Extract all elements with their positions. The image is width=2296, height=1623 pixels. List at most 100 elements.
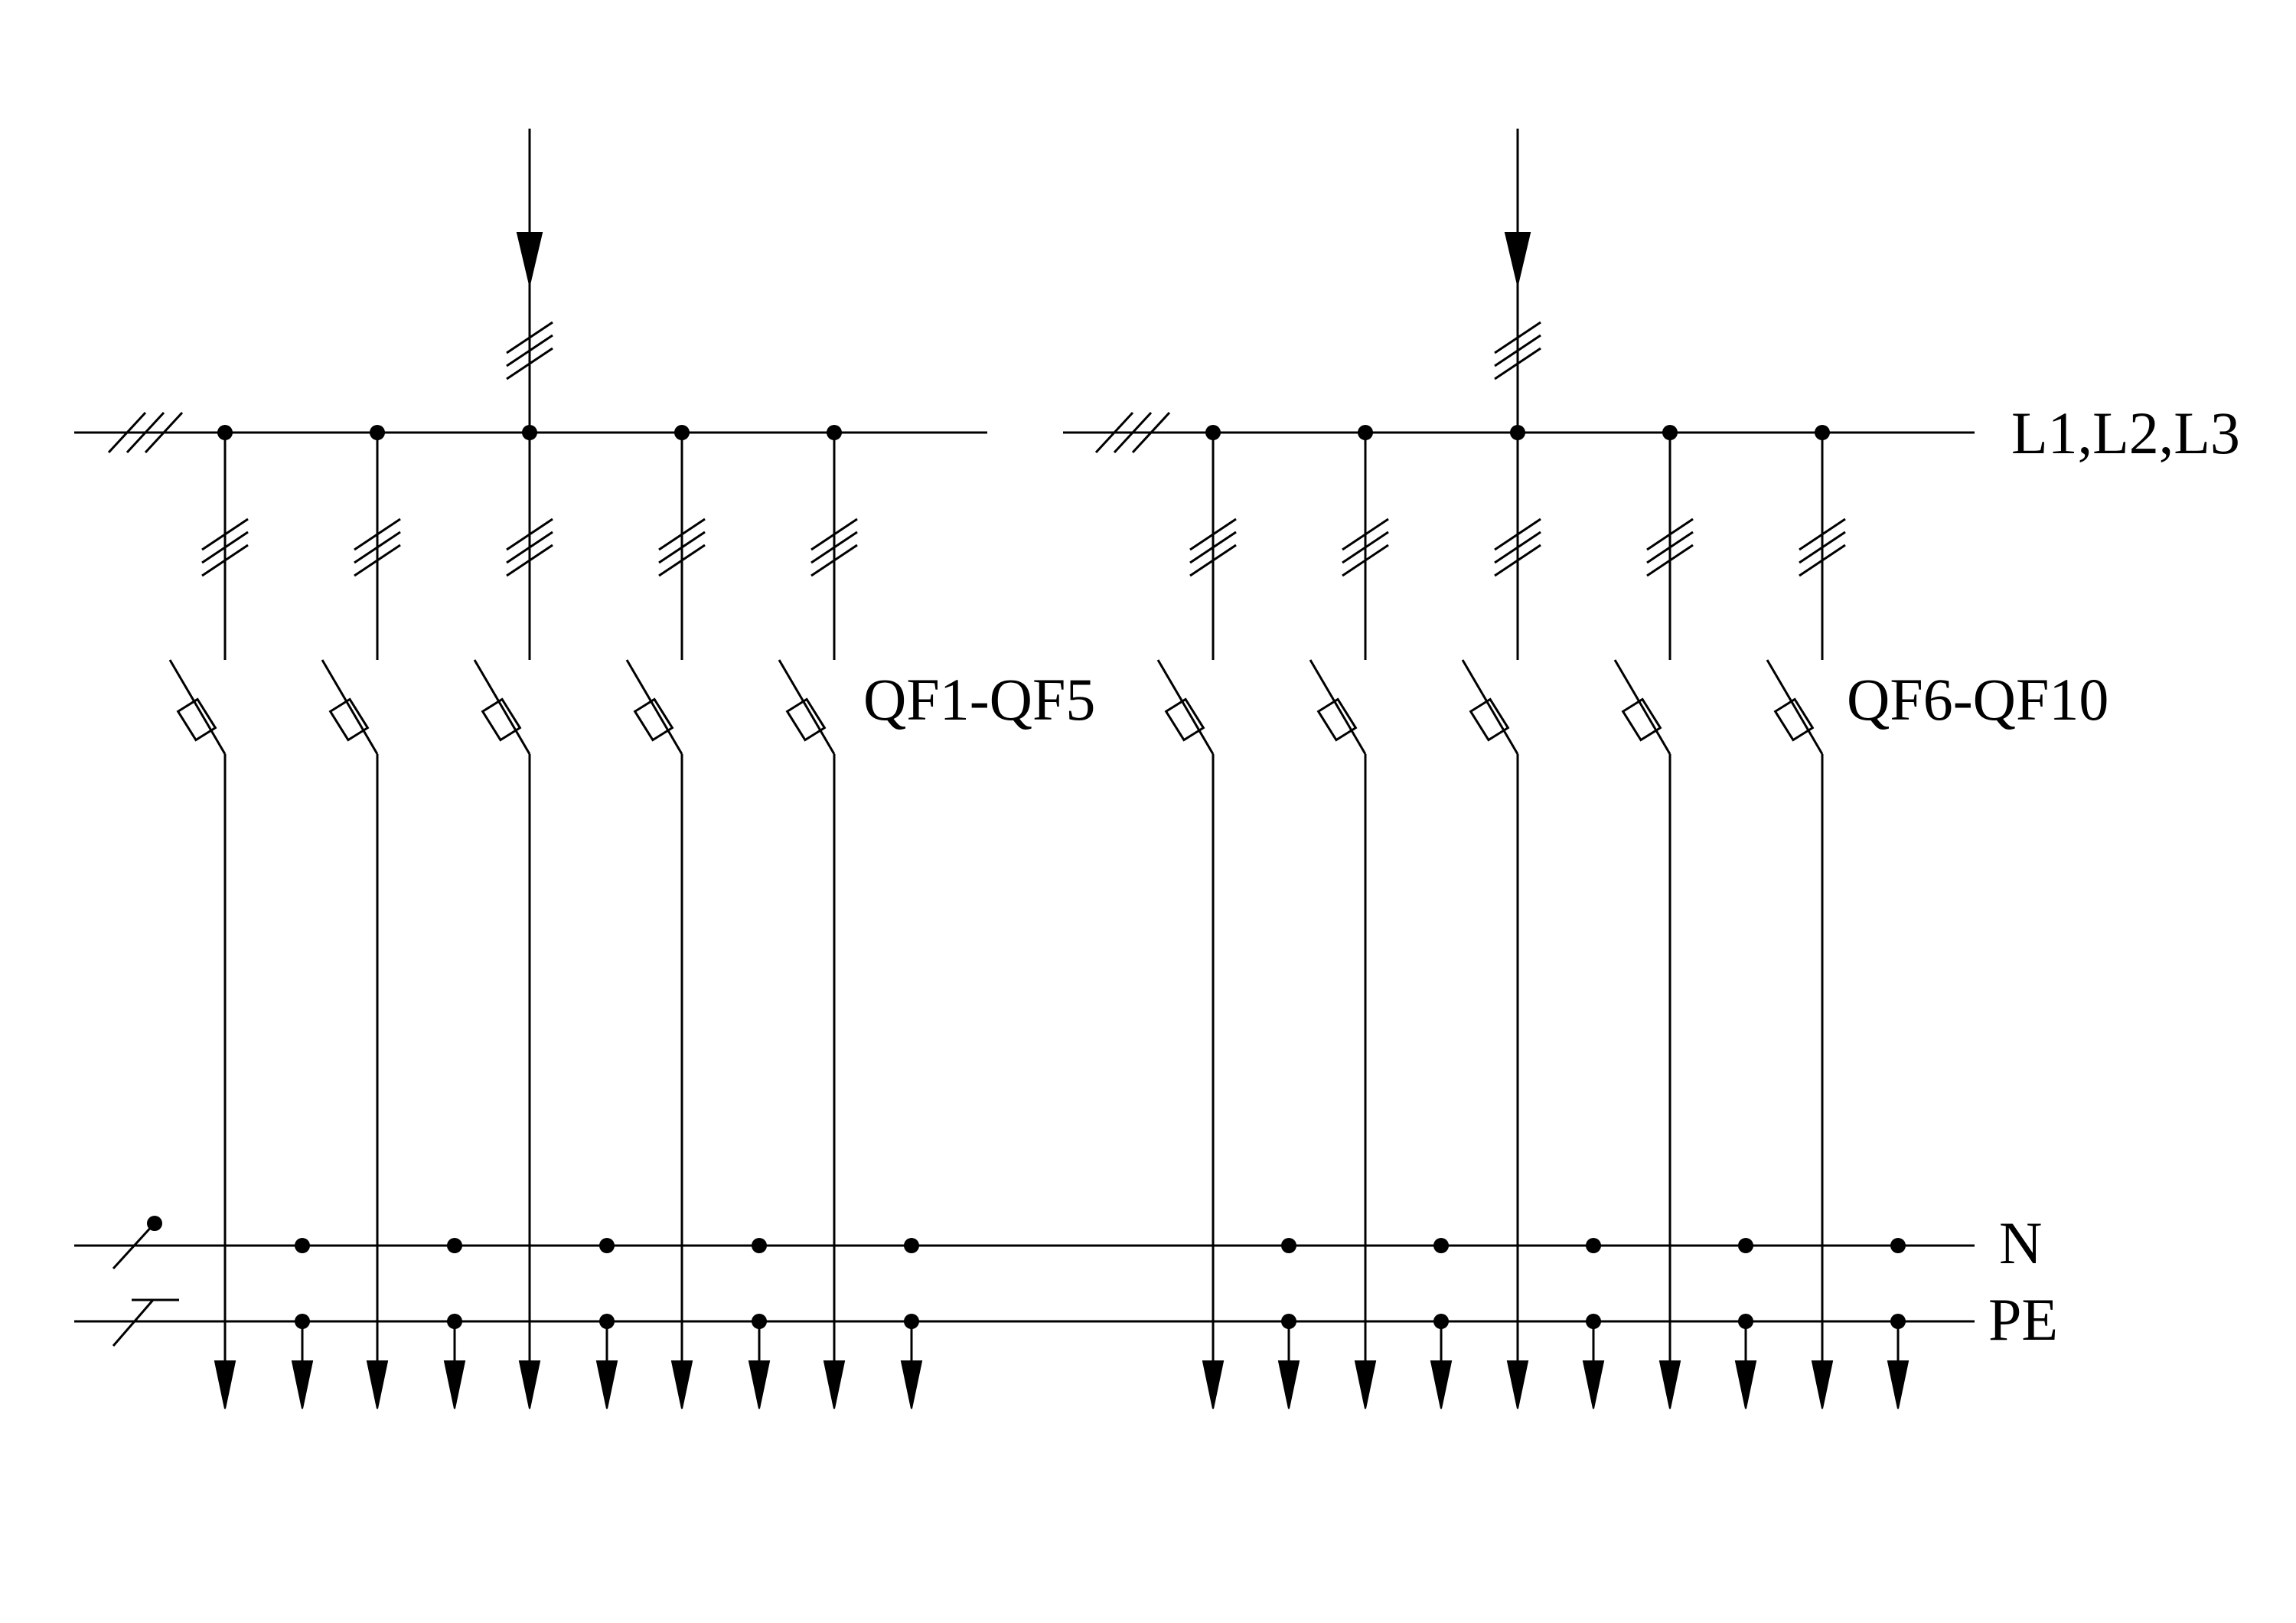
- qf-group-1-breaker-5-bus-junction: [827, 425, 842, 440]
- n-pe-tap-7-pe-junction: [1433, 1314, 1449, 1329]
- n-pe-tap-1-pe-junction: [295, 1314, 310, 1329]
- qf-group-2-breaker-3-trip-element: [1469, 697, 1510, 742]
- neutral-bus-label: N: [1999, 1210, 2042, 1276]
- incoming-feed-1-hatch-stroke-1: [506, 321, 553, 354]
- qf-group-1-breaker-3-bus-junction: [522, 425, 537, 440]
- qf-group-2-breaker-4-hatch-stroke-2: [1646, 531, 1694, 564]
- incoming-feed-2-hatch-stroke-3: [1494, 347, 1541, 380]
- n-pe-tap-5-neutral-junction: [904, 1238, 919, 1253]
- qf-group-1-breaker-3-hatch-stroke-1: [506, 518, 553, 551]
- qf-group-1-breaker-4-bus-junction: [674, 425, 690, 440]
- qf-group-1-breaker-2-hatch-stroke-2: [354, 531, 401, 564]
- qf-group-2-breaker-5-blade: [1766, 659, 1824, 755]
- qf-group-2-breaker-1-trip-element: [1164, 697, 1205, 742]
- qf-group-1-breaker-4-hatch-stroke-2: [658, 531, 706, 564]
- n-pe-tap-4-pe-junction: [752, 1314, 767, 1329]
- n-pe-tap-1-neutral-junction: [295, 1238, 310, 1253]
- qf-group-2-breaker-1-hatch-stroke-3: [1189, 544, 1237, 577]
- qf-group-1-breaker-5-trip-element: [785, 697, 827, 742]
- qf-group-2-breaker-3-hatch-stroke-2: [1494, 531, 1541, 564]
- qf-group-1-breaker-2-hatch-stroke-1: [354, 518, 401, 551]
- qf-group-1-breaker-5-hatch-stroke-3: [810, 544, 858, 577]
- qf-group-2-breaker-5-hatch-stroke-2: [1799, 531, 1846, 564]
- pe-bus-label: PE: [1988, 1286, 2058, 1353]
- qf-group-2-breaker-5-hatch-stroke-3: [1799, 544, 1846, 577]
- qf-group-1-breaker-5-hatch-stroke-1: [810, 518, 858, 551]
- qf-group-2-breaker-3-bus-junction: [1510, 425, 1525, 440]
- n-pe-tap-7-neutral-junction: [1433, 1238, 1449, 1253]
- n-pe-tap-9-outgoing-arrow: [1734, 1360, 1757, 1409]
- n-pe-tap-8-neutral-junction: [1586, 1238, 1601, 1253]
- n-pe-tap-10-pe-junction: [1890, 1314, 1906, 1329]
- qf-group-2-breaker-5-bus-junction: [1815, 425, 1830, 440]
- arrowheads: [214, 232, 1910, 1409]
- n-pe-tap-10-outgoing-arrow: [1887, 1360, 1910, 1409]
- breaker-group-2-label: QF6-QF10: [1847, 666, 2108, 733]
- phase-bus-section-1-hatch-stroke-1: [107, 411, 147, 454]
- qf-group-1-breaker-1-hatch-stroke-3: [201, 544, 249, 577]
- qf-group-1-breaker-3-outgoing-arrow: [518, 1360, 541, 1409]
- n-pe-tap-5-outgoing-arrow: [900, 1360, 923, 1409]
- wiring: [74, 129, 1975, 1378]
- qf-group-1-breaker-4-hatch-stroke-3: [658, 544, 706, 577]
- qf-group-2-breaker-4-hatch-stroke-1: [1646, 518, 1694, 551]
- qf-group-1-breaker-1-hatch-stroke-1: [201, 518, 249, 551]
- qf-group-2-breaker-4-outgoing-arrow: [1658, 1360, 1681, 1409]
- n-pe-tap-3-neutral-junction: [599, 1238, 615, 1253]
- junction-dots: [147, 425, 1906, 1329]
- qf-group-2-breaker-5-outgoing-arrow: [1811, 1360, 1834, 1409]
- qf-group-1-breaker-2-bus-junction: [370, 425, 385, 440]
- phase-bus-section-2-hatch-stroke-1: [1094, 411, 1134, 454]
- qf-group-1-breaker-3-trip-element: [481, 697, 522, 742]
- n-pe-tap-7-outgoing-arrow: [1430, 1360, 1453, 1409]
- qf-group-2-breaker-1-hatch-stroke-2: [1189, 531, 1237, 564]
- qf-group-2-breaker-3-hatch-stroke-1: [1494, 518, 1541, 551]
- qf-group-2-breaker-1-hatch-stroke-1: [1189, 518, 1237, 551]
- n-pe-tap-6-outgoing-arrow: [1277, 1360, 1300, 1409]
- qf-group-1-breaker-5-blade: [778, 659, 836, 755]
- qf-group-2-breaker-2-outgoing-arrow: [1354, 1360, 1377, 1409]
- n-pe-tap-8-outgoing-arrow: [1582, 1360, 1605, 1409]
- qf-group-2-breaker-5-hatch-stroke-1: [1799, 518, 1846, 551]
- n-pe-tap-2-outgoing-arrow: [443, 1360, 466, 1409]
- n-pe-tap-1-outgoing-arrow: [291, 1360, 314, 1409]
- phase-bus-section-1-hatch-stroke-3: [144, 411, 184, 454]
- incoming-feed-1-hatch-stroke-3: [506, 347, 553, 380]
- qf-group-1-breaker-1-trip-element: [176, 697, 217, 742]
- qf-group-1-breaker-1-blade: [168, 659, 227, 755]
- n-pe-tap-3-outgoing-arrow: [595, 1360, 618, 1409]
- qf-group-2-breaker-4-bus-junction: [1662, 425, 1678, 440]
- qf-group-1-breaker-5-outgoing-arrow: [823, 1360, 846, 1409]
- n-pe-tap-2-neutral-junction: [447, 1238, 462, 1253]
- n-pe-tap-6-pe-junction: [1281, 1314, 1296, 1329]
- n-pe-tap-4-outgoing-arrow: [748, 1360, 771, 1409]
- pe-bus-marker: [112, 1299, 155, 1347]
- n-pe-tap-9-neutral-junction: [1738, 1238, 1753, 1253]
- incoming-feed-2-hatch-stroke-2: [1494, 334, 1541, 367]
- incoming-feed-1-hatch-stroke-2: [506, 334, 553, 367]
- n-pe-tap-10-neutral-junction: [1890, 1238, 1906, 1253]
- phase-bus-section-2-hatch-stroke-2: [1113, 411, 1153, 454]
- phase-bus-label: L1,L2,L3: [2011, 400, 2240, 466]
- qf-group-1-breaker-4-trip-element: [633, 697, 674, 742]
- incoming-feed-2-hatch-stroke-1: [1494, 321, 1541, 354]
- qf-group-2-breaker-4-hatch-stroke-3: [1646, 544, 1694, 577]
- qf-group-2-breaker-3-outgoing-arrow: [1506, 1360, 1529, 1409]
- qf-group-2-breaker-1-bus-junction: [1205, 425, 1221, 440]
- neutral-bus-marker-dot: [147, 1216, 162, 1231]
- qf-group-2-breaker-5-trip-element: [1773, 697, 1815, 742]
- qf-group-1-breaker-3-hatch-stroke-2: [506, 531, 553, 564]
- qf-group-2-breaker-2-trip-element: [1316, 697, 1358, 742]
- qf-group-2-breaker-4-trip-element: [1621, 697, 1662, 742]
- qf-group-2-breaker-2-hatch-stroke-3: [1342, 544, 1389, 577]
- qf-group-2-breaker-1-blade: [1156, 659, 1215, 755]
- qf-group-1-breaker-4-hatch-stroke-1: [658, 518, 706, 551]
- n-pe-tap-9-pe-junction: [1738, 1314, 1753, 1329]
- qf-group-1-breaker-4-blade: [625, 659, 683, 755]
- qf-group-1-breaker-5-hatch-stroke-2: [810, 531, 858, 564]
- breaker-group-1-label: QF1-QF5: [863, 666, 1095, 733]
- qf-group-1-breaker-3-blade: [473, 659, 531, 755]
- phase-bus-section-1-hatch-stroke-2: [126, 411, 165, 454]
- qf-group-1-breaker-1-outgoing-arrow: [214, 1360, 236, 1409]
